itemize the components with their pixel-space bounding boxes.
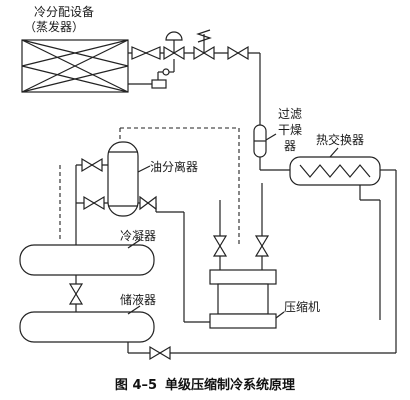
evaporator — [21, 39, 129, 93]
expansion-valve-bulb — [151, 59, 175, 89]
filter-drier-label-2: 干燥 — [277, 123, 302, 137]
receiver-label: 储液器 — [120, 293, 157, 307]
evaporator-label-1: 冷分配设备 — [34, 5, 95, 19]
condenser-label: 冷凝器 — [120, 229, 157, 243]
filter-drier — [253, 124, 267, 158]
receiver — [19, 311, 155, 343]
leader-lines — [127, 133, 339, 319]
figure-caption: 图 4–5 单级压缩制冷系统原理 — [0, 374, 410, 393]
filter-drier-label-3: 器 — [283, 139, 296, 153]
heat-exchanger — [289, 156, 381, 186]
evaporator-label-2: （蒸发器） — [24, 20, 85, 34]
figure-title: 单级压缩制冷系统原理 — [165, 378, 296, 393]
valve-oil-left — [83, 195, 105, 211]
oil-separator — [107, 141, 139, 217]
valve-solenoid — [163, 31, 185, 61]
dashed-pipes — [59, 127, 240, 245]
valve-shutoff-top — [227, 45, 249, 61]
figure-number: 图 4–5 — [114, 378, 158, 393]
compressor — [209, 269, 277, 329]
compressor-label: 压缩机 — [284, 300, 321, 314]
valve-bottom-return — [149, 345, 171, 361]
valve-oil-top — [81, 157, 103, 173]
valve-pressure-relief — [193, 29, 215, 61]
valve-compressor-left — [212, 235, 228, 257]
valve-evap-outlet-1 — [131, 46, 161, 60]
oil-separator-label: 油分离器 — [150, 160, 199, 174]
valve-compressor-right — [254, 235, 270, 257]
filter-drier-label-1: 过滤 — [277, 107, 302, 121]
valve-oil-right — [139, 195, 157, 211]
valve-condenser-receiver — [68, 283, 84, 305]
condenser — [19, 244, 155, 276]
heat-exchanger-label: 热交换器 — [316, 133, 365, 147]
